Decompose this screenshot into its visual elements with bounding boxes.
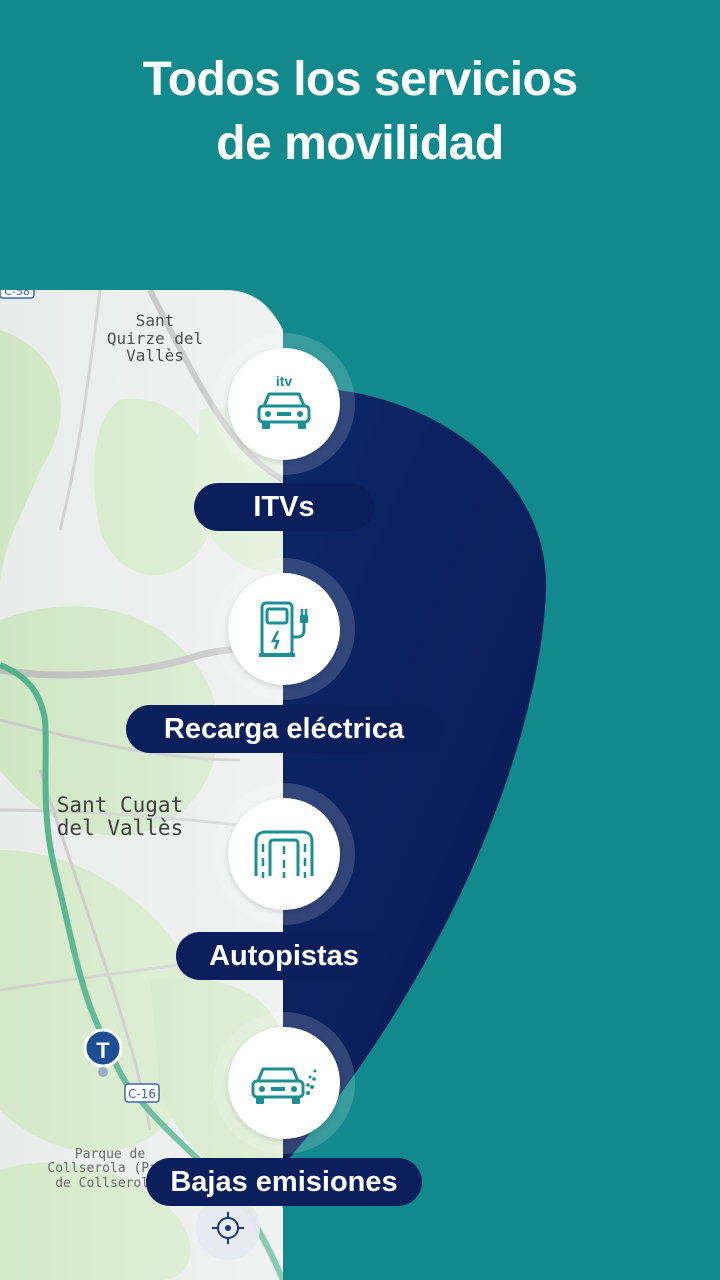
transit-marker[interactable]: T — [83, 1028, 123, 1077]
road-badge-c16: C-16 — [124, 1083, 160, 1103]
itv-car-icon: itv — [257, 373, 311, 429]
emissions-circle[interactable] — [228, 1027, 340, 1139]
transit-marker-letter: T — [96, 1038, 110, 1063]
highway-label-pill[interactable]: Autopistas — [176, 932, 392, 980]
ev-label: Recarga eléctrica — [163, 713, 405, 745]
low-emission-car-icon — [251, 1067, 317, 1104]
map-label-sant-cugat-line1: Sant Cugat — [56, 793, 184, 817]
road-badge-top-text: C-58 — [4, 290, 30, 298]
itv-circle[interactable]: itv — [228, 348, 340, 460]
road-badge-top: C-58 — [0, 290, 35, 299]
highway-circle[interactable] — [228, 798, 340, 910]
map-label-sant-quirze-line2: Quirze del — [106, 328, 204, 348]
itv-label-pill[interactable]: ITVs — [194, 483, 374, 531]
emissions-label-pill[interactable]: Bajas emisiones — [146, 1158, 422, 1206]
map-panel[interactable]: C-58 C-16 T — [0, 290, 720, 1280]
locate-me-button[interactable] — [196, 1196, 260, 1260]
road-badge-c16-text: C-16 — [128, 1087, 156, 1101]
ev-label-pill[interactable]: Recarga eléctrica — [126, 705, 442, 753]
map-label-sant-quirze-line3: Vallès — [126, 346, 184, 366]
ev-circle[interactable] — [228, 573, 340, 685]
map-label-parque-line3: de Collserola) — [55, 1175, 165, 1191]
headline-line-1: Todos los servicios — [142, 53, 578, 106]
highway-label: Autopistas — [209, 940, 359, 972]
ev-charger-icon — [259, 601, 308, 657]
map-label-parque-line1: Parque de — [74, 1147, 146, 1162]
map-label-sant-quirze: Sant Quirze del Vallès — [100, 312, 210, 365]
map-label-parque-line2: Collserola (Parc — [47, 1161, 173, 1177]
map-label-sant-cugat: Sant Cugat del Vallès — [45, 793, 195, 841]
headline: Todos los servicios de movilidad — [0, 48, 720, 176]
map-label-parque: Parque de Collserola (Parc de Collserola… — [35, 1147, 185, 1191]
itv-label: ITVs — [253, 491, 315, 523]
map-label-sant-quirze-line1: Sant — [135, 311, 175, 330]
itv-icon-text: itv — [276, 373, 293, 389]
emissions-label: Bajas emisiones — [170, 1166, 398, 1198]
map-label-sant-cugat-line2: del Vallès — [56, 816, 184, 841]
highway-icon — [254, 830, 314, 878]
headline-line-2: de movilidad — [216, 117, 504, 170]
